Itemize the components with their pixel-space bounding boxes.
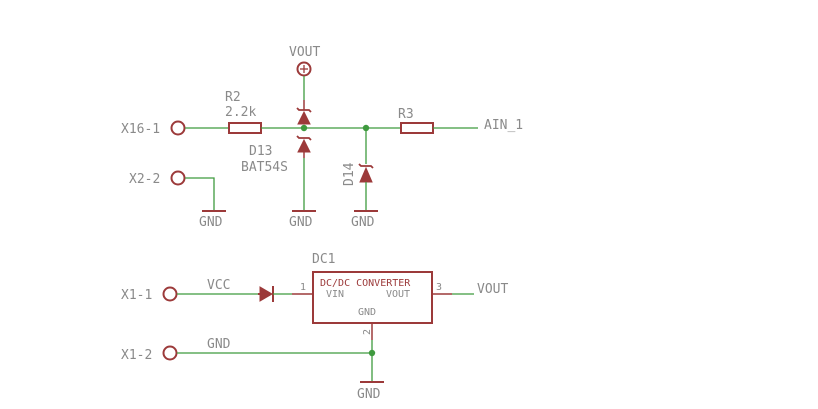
gnd-x2-label: GND <box>199 215 223 230</box>
d13-value: BAT54S <box>241 160 288 175</box>
r2-value: 2.2k <box>225 105 256 120</box>
dc1-pin-gnd: GND <box>358 307 376 318</box>
gnd-dc1-label: GND <box>357 387 381 402</box>
net-gnd-wire-label: GND <box>207 337 231 352</box>
connector-x2-2-label: X2-2 <box>129 172 160 187</box>
dc1-pin-vout: VOUT <box>386 289 410 300</box>
net-vcc-label: VCC <box>207 278 230 293</box>
net-vout-out-label: VOUT <box>477 282 508 297</box>
dc1-pin2-number: 2 <box>362 329 373 335</box>
dc1-name: DC1 <box>312 252 335 267</box>
d13-name: D13 <box>249 144 272 159</box>
net-ain-1-label: AIN_1 <box>484 118 523 133</box>
supply-vout-symbol <box>296 61 312 77</box>
r2-name: R2 <box>225 90 241 105</box>
supply-vout-label: VOUT <box>289 45 320 60</box>
diode-d13[interactable] <box>296 100 312 158</box>
gnd-d14-label: GND <box>351 215 375 230</box>
connector-x1-2-pad[interactable] <box>162 345 178 361</box>
connector-x1-1-pad[interactable] <box>162 286 178 302</box>
r3-name: R3 <box>398 107 414 122</box>
dc1-pin1-number: 1 <box>300 282 306 293</box>
connector-x16-1-label: X16-1 <box>121 122 160 137</box>
connector-x16-1-pad[interactable] <box>170 120 186 136</box>
connector-x1-1-label: X1-1 <box>121 288 152 303</box>
resistor-r3[interactable] <box>400 122 434 134</box>
gnd-d13-label: GND <box>289 215 313 230</box>
connector-x2-2-pad[interactable] <box>170 170 186 186</box>
diode-d14[interactable] <box>358 163 374 183</box>
connector-x1-2-label: X1-2 <box>121 348 152 363</box>
dc1-pin3-number: 3 <box>436 282 442 293</box>
resistor-r2[interactable] <box>228 122 262 134</box>
diode-input[interactable] <box>258 286 274 302</box>
wire-x2-to-gnd <box>185 177 215 210</box>
d14-name: D14 <box>342 162 357 186</box>
dc1-title: DC/DC CONVERTER <box>320 278 411 289</box>
dc1-pin-vin: VIN <box>326 289 344 300</box>
